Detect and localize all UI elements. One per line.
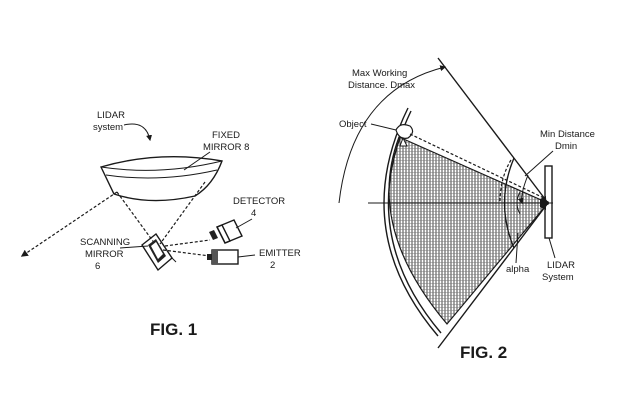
figure-1: LIDAR system FIXED MIRROR 8 SCANNING MIR… [20, 110, 301, 339]
dmax-arc [383, 107, 439, 337]
emitter-label-line2: 2 [270, 260, 275, 271]
emitter [207, 249, 239, 265]
scanning-mirror-label-line1: SCANNING [80, 237, 130, 248]
detector-label-line2: 4 [251, 208, 256, 219]
min-distance-label-line2: Dmin [555, 141, 577, 152]
output-beam [20, 191, 118, 257]
figure-1-caption: FIG. 1 [150, 320, 197, 339]
detector-label-line1: DETECTOR [233, 196, 285, 207]
beam-mirror-to-scanner [116, 191, 156, 245]
return-beam [159, 181, 206, 245]
min-distance-leader [524, 150, 554, 177]
beam-emitter-to-scanner [162, 249, 211, 257]
fixed-mirror-label-line2: MIRROR 8 [203, 142, 249, 153]
detector-leader [235, 218, 253, 229]
scanning-mirror-label-line2: MIRROR [85, 249, 124, 260]
max-distance-label-line2: Distance. Dmax [348, 80, 415, 91]
scanning-mirror-leader [119, 245, 149, 249]
dmin-inner-dashed [499, 159, 512, 204]
figure-2-caption: FIG. 2 [460, 343, 507, 362]
object-leader [370, 123, 397, 131]
scanning-mirror [141, 232, 177, 272]
fov-upper-ray [437, 57, 549, 204]
figure-2: Object Max Working Distance. Dmax Min Di… [338, 57, 595, 362]
fixed-mirror-label-line1: FIXED [212, 130, 240, 141]
lidar-device [540, 165, 553, 239]
alpha-leader [515, 232, 519, 264]
lidar-system-leader [548, 237, 556, 259]
dmin-arc [503, 157, 515, 249]
fixed-mirror [100, 155, 223, 202]
lidar-system-arrow [123, 123, 152, 142]
dmax-dimension-arc [338, 65, 447, 204]
scanning-mirror-label-line3: 6 [95, 261, 100, 272]
lidar-system-label-line2: system [93, 122, 123, 133]
object-marker [395, 124, 414, 147]
object-detection-beam [409, 133, 547, 200]
max-distance-label-line1: Max Working [352, 68, 407, 79]
lidar-system-label-line2-fig2: System [542, 272, 574, 283]
detector [209, 219, 243, 244]
min-distance-label-line1: Min Distance [540, 129, 595, 140]
alpha-angle-arrow [517, 174, 529, 205]
dmax-arc-inner [387, 110, 442, 334]
object-label: Object [339, 119, 367, 130]
alpha-label: alpha [506, 264, 530, 275]
lidar-system-label-line1: LIDAR [97, 110, 125, 121]
coverage-sector [388, 136, 549, 325]
emitter-label-line1: EMITTER [259, 248, 301, 259]
lidar-system-label-line1-fig2: LIDAR [547, 260, 575, 271]
alpha-arc [516, 191, 521, 215]
fov-lower-ray [437, 202, 549, 349]
emitter-leader [237, 254, 256, 258]
beam-scanner-to-detector [164, 239, 211, 247]
